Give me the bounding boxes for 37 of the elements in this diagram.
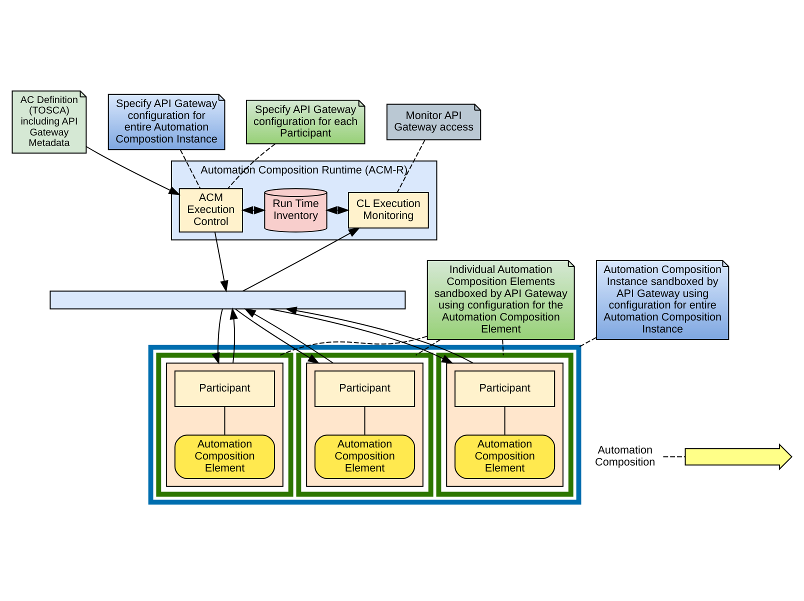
connector: [662, 456, 686, 458]
connector: [280, 336, 428, 356]
arrow: [241, 206, 266, 214]
node-arrow: [684, 443, 792, 470]
connector: [224, 406, 226, 436]
node-box: Automation Composition Element: [454, 434, 556, 479]
arrow: [212, 308, 223, 365]
arrow: [234, 308, 320, 364]
node-box: Automation Composition Element: [314, 434, 416, 479]
cluster: [166, 362, 284, 487]
connector: [415, 339, 441, 356]
arrow: [230, 308, 238, 364]
connector: [180, 149, 201, 189]
node-text: Automation Composition: [595, 444, 656, 468]
node-box: ACM Execution Control: [178, 188, 243, 232]
node-box: Participant: [314, 370, 416, 407]
cluster: [446, 362, 564, 487]
connector: [364, 406, 366, 436]
arrow: [86, 146, 181, 196]
connector: [504, 406, 506, 436]
node-box: Participant: [454, 370, 556, 407]
connector: [502, 339, 504, 356]
connector: [578, 337, 597, 348]
node-bar: [50, 290, 406, 310]
cluster: [306, 362, 424, 487]
arrow: [325, 206, 350, 214]
arrow: [284, 306, 474, 364]
arrow: [244, 308, 334, 364]
node-box: Automation Composition Element: [174, 434, 276, 479]
connector: [228, 143, 276, 189]
node-box: Participant: [174, 370, 276, 407]
cluster: [148, 344, 582, 505]
arrow: [242, 227, 360, 292]
arrow: [214, 232, 228, 292]
connector: [396, 140, 426, 193]
arrow: [268, 308, 454, 364]
node-box: CL Execution Monitoring: [348, 192, 429, 229]
